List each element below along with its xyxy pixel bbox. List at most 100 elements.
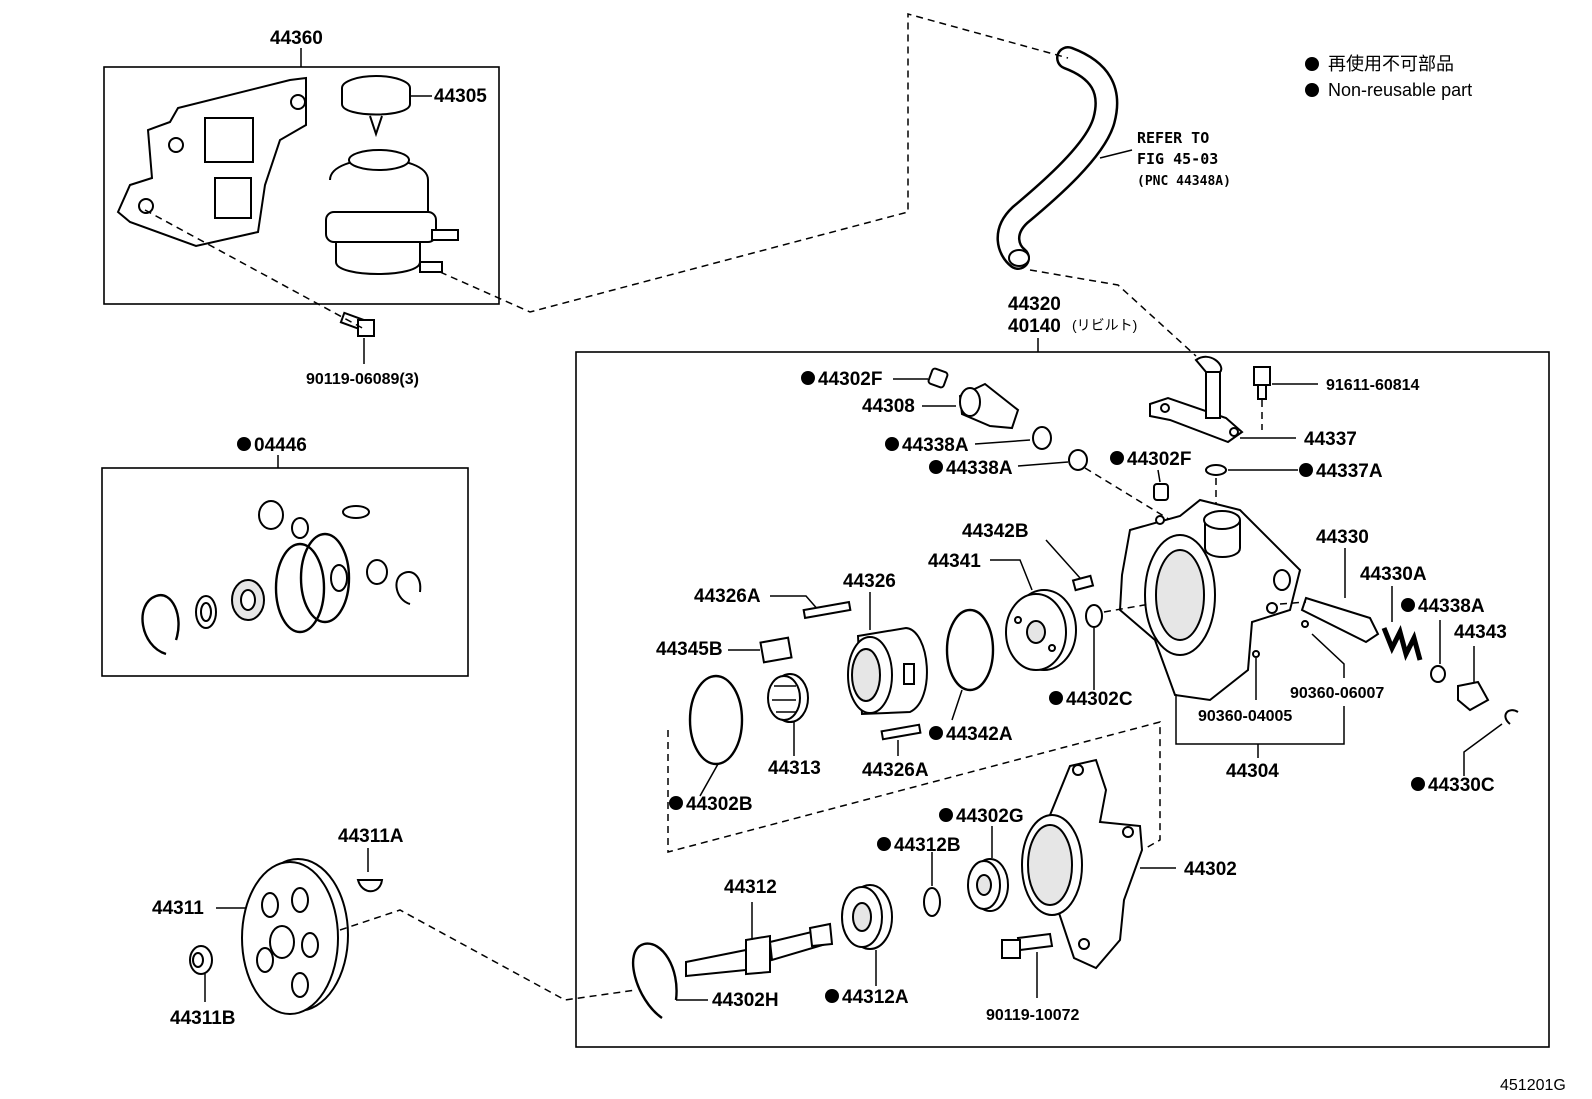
label-44330C: 44330C	[1428, 775, 1495, 796]
label-44326A-a: 44326A	[694, 586, 761, 607]
label-44302F-b: 44302F	[1127, 449, 1191, 470]
non-reusable-dot-icon	[825, 989, 839, 1003]
non-reusable-dot-icon	[801, 371, 815, 385]
non-reusable-dot-icon	[1305, 57, 1319, 71]
bearing-44312A	[841, 884, 893, 950]
o-ring-44338A-c	[1430, 665, 1446, 683]
o-ring-44302C	[1085, 604, 1103, 628]
snap-ring-44302H	[631, 942, 678, 1019]
reservoir-tank	[325, 149, 459, 275]
bolt-90119-10072	[1001, 932, 1054, 959]
label-44312A: 44312A	[842, 987, 909, 1008]
o-ring-44302B	[688, 674, 744, 766]
label-44342B: 44342B	[962, 521, 1029, 542]
union-44308	[958, 382, 1020, 430]
label-44343: 44343	[1454, 622, 1507, 643]
pulley-44311	[241, 858, 349, 1015]
non-reusable-dot-icon	[1411, 777, 1425, 791]
label-90360-04005: 90360-04005	[1198, 708, 1292, 725]
bolt-91611-60814	[1253, 366, 1271, 400]
label-44338A-a: 44338A	[902, 435, 969, 456]
plug-44302F-a	[927, 367, 949, 389]
label-44341: 44341	[928, 551, 981, 572]
non-reusable-dot-icon	[1049, 691, 1063, 705]
label-44337: 44337	[1304, 429, 1357, 450]
non-reusable-dot-icon	[669, 796, 683, 810]
label-44320: 44320	[1008, 294, 1061, 315]
label-44302F-a: 44302F	[818, 369, 882, 390]
return-hose	[996, 46, 1133, 270]
pump-body-44304	[1118, 498, 1302, 702]
o-ring-44338A-a	[1032, 426, 1052, 450]
non-reusable-dot-icon	[1299, 463, 1313, 477]
label-44330: 44330	[1316, 527, 1369, 548]
pin-44342B	[1071, 574, 1095, 592]
label-44302C: 44302C	[1066, 689, 1133, 710]
label-44338A-c: 44338A	[1418, 596, 1485, 617]
legend-jp: 再使用不可部品	[1328, 54, 1454, 74]
bracket-44360	[116, 76, 307, 248]
reference-line1: REFER TO	[1137, 129, 1209, 147]
reference-note: REFER TO FIG 45-03 (PNC 44348A)	[1137, 129, 1231, 189]
label-44312B: 44312B	[894, 835, 961, 856]
seal-44312B	[923, 887, 941, 917]
label-90360-06007: 90360-06007	[1290, 685, 1384, 702]
seal-kit-parts	[141, 500, 422, 656]
seal-kit-frame	[101, 467, 469, 677]
label-44360: 44360	[270, 28, 323, 49]
front-housing-44302	[1021, 758, 1144, 970]
label-44302: 44302	[1184, 859, 1237, 880]
shaft-44312	[685, 922, 834, 978]
non-reusable-dot-icon	[1305, 83, 1319, 97]
label-44313: 44313	[768, 758, 821, 779]
label-44305: 44305	[434, 86, 487, 107]
reference-line3: (PNC 44348A)	[1137, 174, 1231, 189]
o-ring-44338A-b	[1068, 449, 1088, 471]
pin-44326A-a	[802, 600, 852, 620]
label-40140: 40140	[1008, 316, 1061, 337]
pipe-44337	[1149, 355, 1244, 444]
o-ring-44337A	[1205, 464, 1227, 476]
plate-44341	[1005, 589, 1077, 671]
non-reusable-dot-icon	[877, 837, 891, 851]
non-reusable-dot-icon	[939, 808, 953, 822]
label-44345B: 44345B	[656, 639, 723, 660]
label-91611-60814: 91611-60814	[1326, 377, 1420, 394]
label-44330A: 44330A	[1360, 564, 1427, 585]
pin-44326A-b	[880, 723, 922, 741]
non-reusable-dot-icon	[237, 437, 251, 451]
plug-44302F-b	[1153, 483, 1169, 501]
label-44311A: 44311A	[338, 826, 404, 847]
label-44302G: 44302G	[956, 806, 1024, 827]
key-44311A	[356, 879, 384, 893]
nut-44311B	[189, 945, 213, 975]
reservoir-cap-44305	[341, 75, 411, 138]
reference-line2: FIG 45-03	[1137, 150, 1218, 168]
label-40140-note: (リビルト)	[1072, 317, 1137, 333]
non-reusable-dot-icon	[885, 437, 899, 451]
label-44337A: 44337A	[1316, 461, 1383, 482]
label-90119-06089: 90119-06089(3)	[306, 371, 419, 388]
valve-44330	[1300, 596, 1380, 644]
spring-44330A	[1381, 625, 1423, 661]
label-44338A-b: 44338A	[946, 458, 1013, 479]
bolt-90119-06089	[339, 311, 375, 337]
bearing-44302G	[967, 858, 1009, 912]
label-44342A: 44342A	[946, 724, 1013, 745]
o-ring-44342A	[945, 608, 995, 692]
rotor-44313	[767, 673, 809, 723]
plug-44343	[1457, 680, 1490, 712]
non-reusable-dot-icon	[1110, 451, 1124, 465]
cam-ring-44326	[847, 626, 928, 716]
diagram-id: 451201G	[1500, 1077, 1566, 1094]
label-44308: 44308	[862, 396, 915, 417]
label-44304: 44304	[1226, 761, 1279, 782]
pump-assembly-frame	[575, 351, 1550, 1048]
label-44326A-b: 44326A	[862, 760, 929, 781]
non-reusable-dot-icon	[929, 726, 943, 740]
label-44302B: 44302B	[686, 794, 753, 815]
label-44312: 44312	[724, 877, 777, 898]
legend: 再使用不可部品 Non-reusable part	[1305, 54, 1472, 100]
label-44326: 44326	[843, 571, 896, 592]
